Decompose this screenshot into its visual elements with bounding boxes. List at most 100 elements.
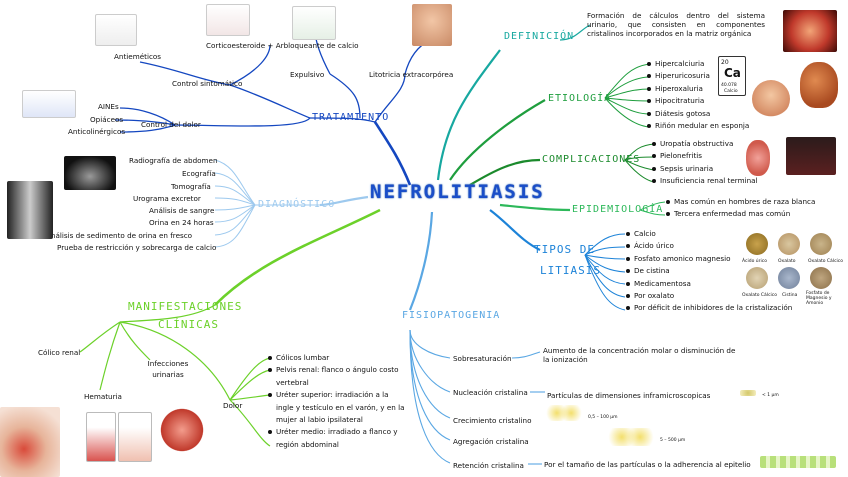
step-name: Retención cristalina xyxy=(453,461,524,470)
calcium-element-tile: 20 Ca 40.078 Calcio xyxy=(718,56,746,96)
lithotripsy-image xyxy=(412,4,452,46)
infecciones-urinarias: Infecciones urinarias xyxy=(147,359,189,379)
diag-item: Ecografía xyxy=(182,169,216,178)
back-pain-image xyxy=(0,407,60,477)
list-item: Medicamentosa xyxy=(625,278,792,290)
list-item: Fosfato amonico magnesio xyxy=(625,253,792,265)
size-mid-label: 0,5 – 100 μm xyxy=(588,415,618,420)
stone-label: Cistina xyxy=(782,293,798,298)
litotricia: Litotricia extracorpórea xyxy=(369,70,454,79)
stone-label: Oxalato Cálcico xyxy=(808,259,844,264)
size-small-label: < 1 μm xyxy=(762,393,779,398)
list-item: Mas común en hombres de raza blanca xyxy=(665,196,815,208)
diag-item: Tomografía xyxy=(171,182,211,191)
list-item: Uréter superior: irradiación a la ingle … xyxy=(267,389,407,426)
corticosteroid-box-image xyxy=(206,4,250,36)
diag-item: Orina en 24 horas xyxy=(149,218,214,227)
branch-complicaciones: COMPLICACIONES xyxy=(542,154,641,165)
hematuria: Hematuria xyxy=(84,392,122,401)
step-name: Sobresaturación xyxy=(453,354,512,363)
painkiller-box-image xyxy=(22,90,76,118)
stone-image xyxy=(778,233,800,255)
stone-image xyxy=(810,233,832,255)
list-item: Uropatía obstructiva xyxy=(651,138,758,150)
branch-epidemiologia: EPIDEMIOLOGÍA xyxy=(572,204,664,215)
branch-tipos-subtitle: LITIASIS xyxy=(540,264,601,277)
list-item: De cistina xyxy=(625,265,792,277)
diag-item: Radiografía de abdomen xyxy=(129,156,218,165)
step-name: Nucleación cristalina xyxy=(453,388,528,397)
step-desc: Aumento de la concentración molar o dism… xyxy=(543,346,736,364)
list-item: Por déficit de inhibidores de la cristal… xyxy=(625,302,792,314)
dolor-list: Cólicos lumbar Pelvis renal: flanco o án… xyxy=(267,352,407,451)
central-title: NEFROLITIASIS xyxy=(370,181,545,203)
stone-label: Ácido úrico xyxy=(742,259,767,264)
bladder-obstruction-image xyxy=(786,137,836,175)
expulsive-box-image xyxy=(292,6,336,40)
branch-fisiopatogenia: FISIOPATOGENIA xyxy=(402,310,501,321)
expulsivo: Expulsivo xyxy=(290,70,325,79)
list-item: Uréter medio: irradiado a flanco y regió… xyxy=(267,426,407,451)
kidney-stone-photo xyxy=(783,10,837,52)
particle-image xyxy=(740,390,756,396)
list-item: Calcio xyxy=(625,228,792,240)
antiemeticos: Antieméticos xyxy=(114,52,162,61)
list-item: Hipercalciuria xyxy=(646,58,749,70)
complicaciones-list: Uropatía obstructiva Pielonefritis Sepsi… xyxy=(651,138,758,188)
dolor-label: Dolor xyxy=(223,401,243,410)
list-item: Hiperoxaluria xyxy=(646,83,749,95)
urine-sample-image xyxy=(118,412,152,462)
dolor-opiaceos: Opiáceos xyxy=(90,115,124,124)
antiemetic-box-image xyxy=(95,14,137,46)
calcium-number: 20 xyxy=(721,59,729,66)
stone-image xyxy=(810,267,832,289)
branch-diagnostico: DIAGNÓSTICO xyxy=(258,199,336,210)
control-sintomatico: Control sintomático xyxy=(172,79,243,88)
step-desc: Partículas de dimensiones inframicroscop… xyxy=(547,391,711,400)
branch-manifestaciones-subtitle: CLÍNICAS xyxy=(158,318,219,331)
definicion-text: Formación de cálculos dentro del sistema… xyxy=(587,11,765,38)
xray-image xyxy=(7,181,53,239)
stone-label: Oxalato Cálcico xyxy=(742,293,778,298)
crystal-growth-image xyxy=(546,405,582,421)
stone-types-grid: Ácido úrico Oxalato Oxalato Cálcico Oxal… xyxy=(742,233,843,306)
diag-item: Urograma excretor xyxy=(133,194,201,203)
ultrasound-image xyxy=(64,156,116,190)
dolor-anticolinergicos: Anticolinérgicos xyxy=(68,127,126,136)
list-item: Ácido úrico xyxy=(625,240,792,252)
list-item: Insuficiencia renal terminal xyxy=(651,175,758,187)
epidemiologia-list: Mas común en hombres de raza blanca Terc… xyxy=(665,196,815,221)
corticoesteroide: Corticoesteroide + Arbloqueante de calci… xyxy=(206,41,359,50)
tipos-list: Calcio Ácido úrico Fosfato amonico magne… xyxy=(625,228,792,315)
stone-label: Fosfato de Magnesio y Amonio xyxy=(806,291,832,306)
bladder-inflammation-image xyxy=(158,405,206,455)
diag-item: Análisis de sedimento de orina en fresco xyxy=(46,231,193,240)
size-large-label: 5 – 500 μm xyxy=(660,438,686,443)
branch-tratamiento: TRATAMIENTO xyxy=(312,112,390,123)
list-item: Pelvis renal: flanco o ángulo costo vert… xyxy=(267,364,407,389)
branch-tipos-title: TIPOS DE xyxy=(534,243,595,256)
gout-foot-image xyxy=(752,80,790,118)
branch-etiologia: ETIOLOGÍA xyxy=(548,93,612,104)
stone-image xyxy=(778,267,800,289)
list-item: Pielonefritis xyxy=(651,150,758,162)
list-item: Hipocitraturia xyxy=(646,95,749,107)
list-item: Por oxalato xyxy=(625,290,792,302)
diag-item: Análisis de sangre xyxy=(149,206,215,215)
diag-item: Prueba de restricción y sobrecarga de ca… xyxy=(57,243,217,252)
stone-image xyxy=(746,233,768,255)
colico-renal: Cólico renal xyxy=(38,348,81,357)
step-desc: Por el tamaño de las partículas o la adh… xyxy=(544,460,751,469)
stone-label: Oxalato xyxy=(778,259,796,264)
stone-image xyxy=(746,267,768,289)
list-item: Cólicos lumbar xyxy=(267,352,407,364)
list-item: Sepsis urinaria xyxy=(651,163,758,175)
branch-manifestaciones-title: MANIFESTACIONES xyxy=(128,300,243,313)
branch-definicion: DEFINICIÓN xyxy=(504,31,575,42)
calcium-name: Calcio xyxy=(724,89,738,94)
crystal-aggregation-image xyxy=(608,428,654,446)
pyelonephritis-kidney-image xyxy=(746,140,770,176)
calcium-symbol: Ca xyxy=(724,66,741,80)
epithelium-image xyxy=(760,456,836,468)
step-name: Crecimiento cristalino xyxy=(453,416,532,425)
